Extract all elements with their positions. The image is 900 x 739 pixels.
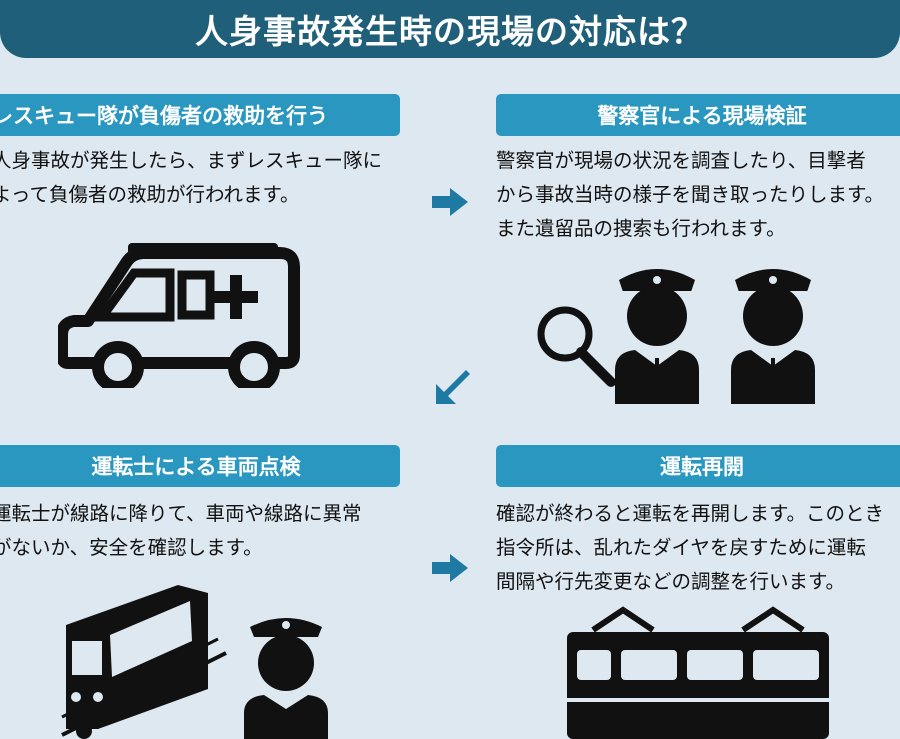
step-2-header-label: 警察官による現場検証 xyxy=(597,104,807,128)
step-4-header-label: 運転再開 xyxy=(660,455,744,479)
train-driver-icon xyxy=(61,585,328,739)
step-4-line-1: 確認が終わると運転を再開します。このとき xyxy=(496,502,885,525)
step-3-text: 運転士が線路に降りて、車両や線路に異常 がないか、安全を確認します。 xyxy=(0,497,400,565)
step-2-header: 警察官による現場検証 xyxy=(496,94,900,136)
step-4-text: 確認が終わると運転を再開します。このとき 指令所は、乱れたダイヤを戻すために運転… xyxy=(496,497,900,599)
step-3-header-label: 運転士による車両点検 xyxy=(91,455,301,479)
page-title: 人身事故発生時の現場の対応は？ xyxy=(195,12,705,51)
title-bar: 人身事故発生時の現場の対応は？ xyxy=(0,0,900,58)
arrow-right-icon xyxy=(432,554,468,582)
step-2-line-3: また遺留品の捜索も行われます。 xyxy=(496,217,786,240)
step-2-line-1: 警察官が現場の状況を調査したり、目撃者 xyxy=(496,149,866,172)
arrow-down-left-icon xyxy=(436,370,470,404)
step-4-header: 運転再開 xyxy=(496,445,900,487)
step-1-text: 人身事故が発生したら、まずレスキュー隊に よって負傷者の救助が行われます。 xyxy=(0,144,400,212)
step-1-header-label: レスキュー隊が負傷者の救助を行う xyxy=(0,104,328,128)
step-3-line-1: 運転士が線路に降りて、車両や線路に異常 xyxy=(0,502,362,525)
train-icon xyxy=(567,606,829,739)
ambulance-icon xyxy=(58,243,300,388)
police-officers-icon xyxy=(537,269,815,404)
step-2-text: 警察官が現場の状況を調査したり、目撃者 から事故当時の様子を聞き取ったりします。… xyxy=(496,144,900,246)
step-3-line-2: がないか、安全を確認します。 xyxy=(0,536,263,559)
step-4-line-3: 間隔や行先変更などの調整を行います。 xyxy=(496,570,846,593)
step-2-line-2: から事故当時の様子を聞き取ったりします。 xyxy=(496,183,885,206)
step-1-line-1: 人身事故が発生したら、まずレスキュー隊に xyxy=(0,149,383,172)
arrow-right-icon xyxy=(432,188,468,216)
step-4-line-2: 指令所は、乱れたダイヤを戻すために運転 xyxy=(496,536,866,559)
step-1-line-2: よって負傷者の救助が行われます。 xyxy=(0,183,300,206)
step-1-header: レスキュー隊が負傷者の救助を行う xyxy=(0,94,400,136)
step-3-header: 運転士による車両点検 xyxy=(0,445,400,487)
